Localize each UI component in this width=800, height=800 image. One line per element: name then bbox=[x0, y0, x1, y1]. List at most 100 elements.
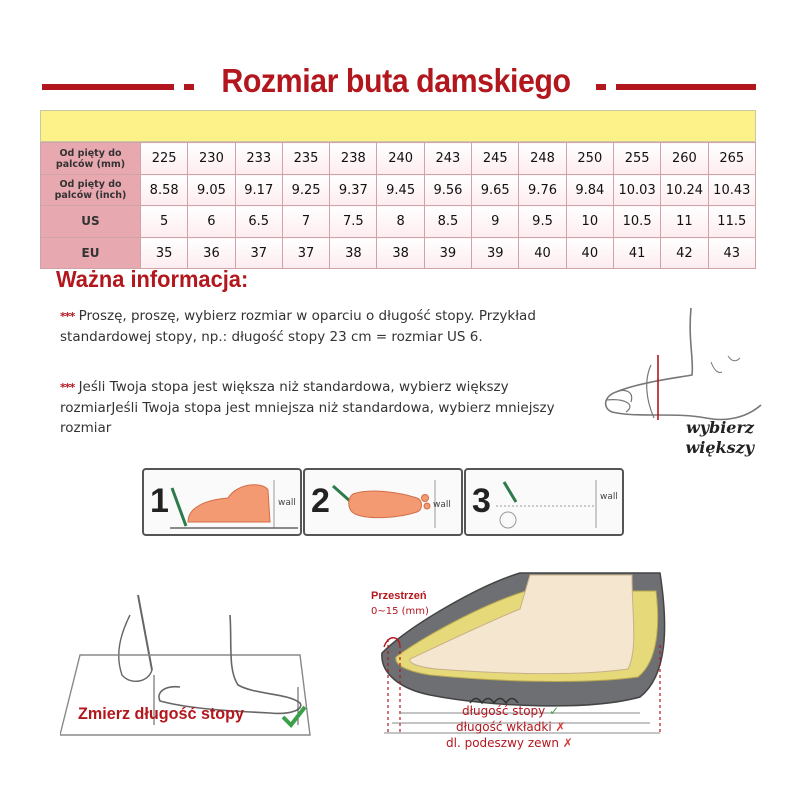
size-table-cell: 225 bbox=[139, 142, 189, 175]
outsole-length-label: dl. podeszwy zewn ✗ bbox=[446, 736, 573, 750]
size-table-cell: 11.5 bbox=[707, 205, 757, 238]
size-table-cell: 240 bbox=[376, 142, 425, 175]
size-table-row-label: EU bbox=[40, 237, 141, 269]
step-1-number: 1 bbox=[150, 482, 169, 520]
size-table-cell: 40 bbox=[565, 237, 614, 269]
size-table-cell: 9.5 bbox=[518, 205, 567, 238]
size-table-cell: 38 bbox=[376, 237, 425, 269]
size-table-row-label: Od pięty do palców (inch) bbox=[40, 174, 141, 206]
size-table-cell: 8 bbox=[376, 205, 425, 238]
size-table-cell: 40 bbox=[518, 237, 567, 269]
title-decoration-right bbox=[596, 84, 756, 90]
size-table-cell: 41 bbox=[612, 237, 662, 269]
size-table-cell: 7.5 bbox=[329, 205, 378, 238]
size-table-cell: 10.5 bbox=[612, 205, 662, 238]
outsole-length-text: dl. podeszwy zewn bbox=[446, 736, 559, 750]
size-table-row-label: US bbox=[40, 205, 141, 238]
step-1-panel: 1 wall bbox=[142, 468, 302, 536]
size-table-cell: 233 bbox=[234, 142, 283, 175]
insole-length-label: długość wkładki ✗ bbox=[456, 720, 566, 734]
step-1-foot-icon bbox=[170, 480, 298, 529]
size-table-cell: 39 bbox=[471, 237, 520, 269]
step-2-foot-icon bbox=[332, 480, 436, 528]
size-table-cell: 230 bbox=[187, 142, 236, 175]
size-table-cell: 6.5 bbox=[234, 205, 283, 238]
size-table-cell: 39 bbox=[423, 237, 473, 269]
cross-icon: ✗ bbox=[555, 720, 566, 734]
info-paragraph-2: *** Jeśli Twoja stopa jest większa niż s… bbox=[60, 377, 590, 438]
measure-foot-length-label: Zmierz długość stopy bbox=[78, 704, 245, 723]
size-table-cell: 9.84 bbox=[565, 174, 614, 206]
size-table-cell: 9.37 bbox=[329, 174, 378, 206]
size-table-cell: 9.17 bbox=[234, 174, 283, 206]
size-table-cell: 10.03 bbox=[612, 174, 662, 206]
size-table-cell: 10.43 bbox=[707, 174, 757, 206]
size-table-cell: 260 bbox=[660, 142, 709, 175]
size-table-cell: 37 bbox=[234, 237, 283, 269]
cross-icon: ✗ bbox=[562, 736, 573, 750]
size-table-cell: 8.5 bbox=[423, 205, 473, 238]
size-table-cell: 37 bbox=[281, 237, 331, 269]
size-table-cell: 10 bbox=[565, 205, 614, 238]
info-paragraph-1-text: Proszę, proszę, wybierz rozmiar w oparci… bbox=[60, 308, 536, 345]
size-table-cell: 9.25 bbox=[281, 174, 331, 206]
size-table-cell: 255 bbox=[612, 142, 662, 175]
insole-length-text: długość wkładki bbox=[456, 720, 552, 734]
size-chart-header-band bbox=[40, 110, 756, 142]
size-table-cell: 9.56 bbox=[423, 174, 473, 206]
size-table-cell: 9 bbox=[471, 205, 520, 238]
size-table-cell: 10.24 bbox=[660, 174, 709, 206]
step-3-panel: 3 wall bbox=[464, 468, 624, 536]
size-table-cell: 9.65 bbox=[471, 174, 520, 206]
info-paragraph-1: *** Proszę, proszę, wybierz rozmiar w op… bbox=[60, 306, 590, 347]
foot-sketch-illustration bbox=[604, 307, 762, 421]
size-table-cell: 9.45 bbox=[376, 174, 425, 206]
stars-icon: *** bbox=[60, 310, 75, 323]
size-table-cell: 238 bbox=[329, 142, 378, 175]
size-table-cell: 9.76 bbox=[518, 174, 567, 206]
wall-label: wall bbox=[278, 498, 296, 508]
step-3-number: 3 bbox=[472, 482, 491, 520]
size-table-cell: 7 bbox=[281, 205, 331, 238]
wall-label: wall bbox=[600, 492, 618, 502]
size-table-cell: 9.05 bbox=[187, 174, 236, 206]
size-table-cell: 38 bbox=[329, 237, 378, 269]
size-table-cell: 35 bbox=[139, 237, 189, 269]
size-table-row-label: Od pięty do palców (mm) bbox=[40, 142, 141, 175]
size-table-cell: 5 bbox=[139, 205, 189, 238]
check-icon bbox=[281, 705, 307, 728]
size-table-cell: 250 bbox=[565, 142, 614, 175]
check-icon: ✓ bbox=[549, 704, 560, 718]
choose-bigger-label: wybierz większy bbox=[685, 418, 754, 457]
size-table-cell: 36 bbox=[187, 237, 236, 269]
size-table-cell: 245 bbox=[471, 142, 520, 175]
foot-length-text: długość stopy bbox=[462, 704, 546, 718]
wall-label: wall bbox=[433, 500, 451, 510]
foot-length-label: długość stopy ✓ bbox=[462, 704, 559, 718]
size-table-cell: 235 bbox=[281, 142, 331, 175]
toe-gap-title: Przestrzeń bbox=[371, 590, 427, 602]
size-table-cell: 43 bbox=[707, 237, 757, 269]
stars-icon: *** bbox=[60, 381, 75, 394]
info-paragraph-2-text: Jeśli Twoja stopa jest większa niż stand… bbox=[60, 379, 555, 436]
shoe-cross-section bbox=[381, 572, 666, 734]
page-title: Rozmiar buta damskiego bbox=[221, 62, 571, 99]
size-table-cell: 248 bbox=[518, 142, 567, 175]
size-table-cell: 265 bbox=[707, 142, 757, 175]
toe-gap-range: 0~15 (mm) bbox=[371, 606, 429, 617]
step-2-panel: 2 wall bbox=[303, 468, 463, 536]
size-table-cell: 8.58 bbox=[139, 174, 189, 206]
step-2-number: 2 bbox=[311, 482, 330, 520]
step-3-ruler-icon bbox=[496, 480, 597, 529]
size-table-cell: 11 bbox=[660, 205, 709, 238]
size-table-cell: 6 bbox=[187, 205, 236, 238]
important-info-title: Ważna informacja: bbox=[56, 266, 249, 292]
title-decoration-left bbox=[42, 84, 194, 90]
measure-foot-sketch bbox=[60, 594, 311, 736]
